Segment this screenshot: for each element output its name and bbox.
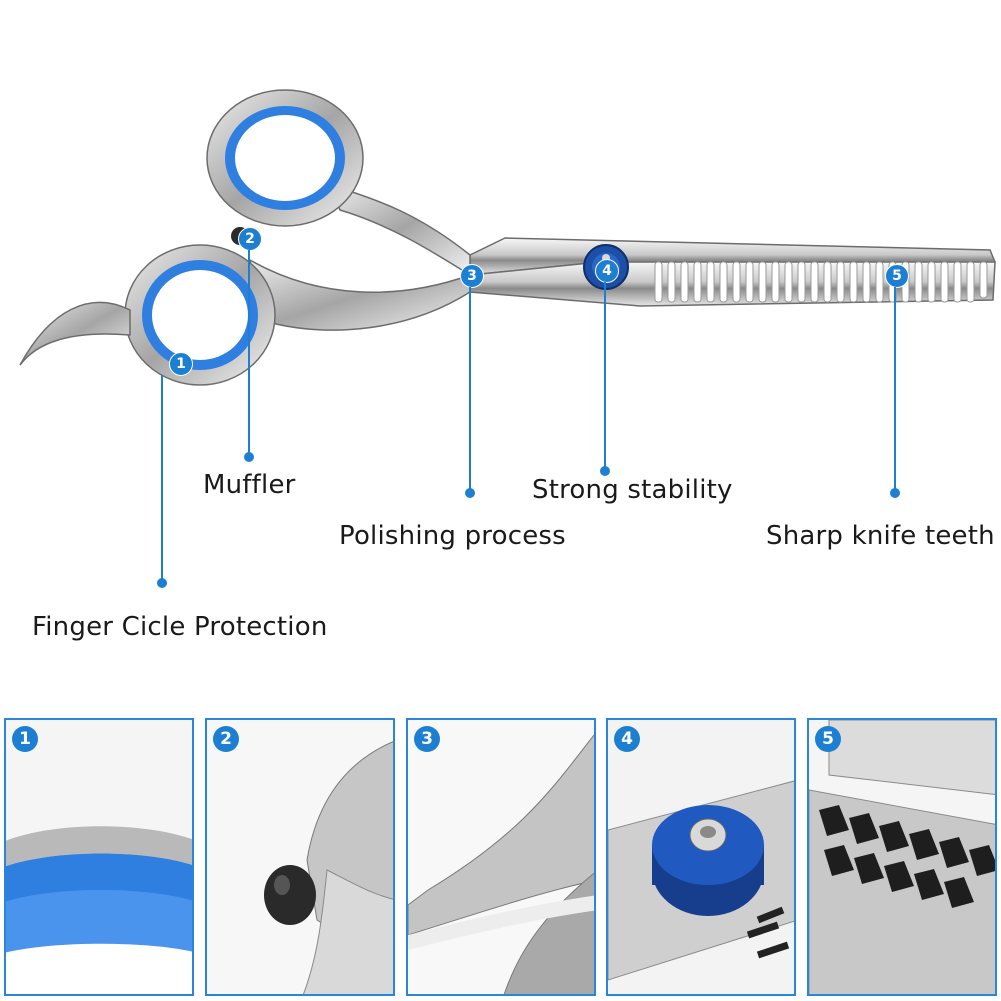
blade-teeth — [654, 261, 988, 303]
detail-panel-5: 5 — [807, 718, 997, 996]
panel-badge-5: 5 — [815, 726, 841, 752]
callout-marker-3: 3 — [460, 264, 484, 288]
callout-marker-5: 5 — [885, 264, 909, 288]
leader-line-4 — [604, 282, 606, 469]
callout-marker-1: 1 — [169, 352, 193, 376]
leader-dot-1 — [157, 578, 167, 588]
callout-label-2: Muffler — [203, 470, 296, 500]
thinning-scissors-illustration — [19, 89, 996, 386]
lower-finger-ring — [124, 244, 276, 386]
leader-line-1 — [161, 375, 163, 580]
callout-label-3: Polishing process — [339, 521, 566, 551]
panel-badge-4: 4 — [614, 726, 640, 752]
lower-handle-shank — [249, 258, 471, 331]
leader-dot-3 — [465, 488, 475, 498]
polished-joint-detail-icon — [408, 720, 594, 994]
leader-line-3 — [469, 287, 471, 492]
upper-handle-shank — [328, 183, 471, 277]
upper-finger-ring — [206, 89, 364, 227]
finger-ring-detail-icon — [6, 720, 192, 994]
leader-line-5 — [894, 287, 896, 492]
callout-label-1: Finger Cicle Protection — [32, 612, 328, 642]
panel-badge-3: 3 — [414, 726, 440, 752]
teeth-detail-icon — [809, 720, 995, 994]
panel-badge-1: 1 — [12, 726, 38, 752]
detail-panel-4: 4 — [606, 718, 796, 996]
finger-rest-tang — [19, 301, 131, 366]
panel-badge-2: 2 — [213, 726, 239, 752]
scissors-main-figure: 1 2 3 4 5 Finger Cicle Protection Muffle… — [19, 89, 996, 642]
callout-label-4: Strong stability — [532, 475, 733, 505]
leader-line-2 — [248, 250, 250, 455]
detail-panel-2: 2 — [205, 718, 395, 996]
leader-dot-5 — [890, 488, 900, 498]
callout-marker-2: 2 — [238, 227, 262, 251]
tension-screw-detail-icon — [608, 720, 794, 994]
detail-panel-3: 3 — [406, 718, 596, 996]
leader-dot-2 — [244, 452, 254, 462]
muffler-detail-icon — [207, 720, 393, 994]
detail-panel-1: 1 — [4, 718, 194, 996]
leader-dot-4 — [600, 466, 610, 476]
callout-label-5: Sharp knife teeth — [766, 521, 995, 551]
callout-marker-4: 4 — [595, 259, 619, 283]
